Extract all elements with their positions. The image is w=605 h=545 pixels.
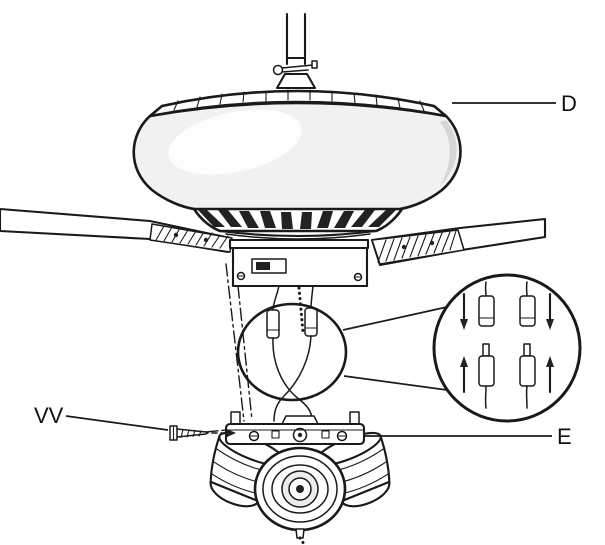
fitter-tab-right [349, 411, 360, 425]
connector-pin-left [482, 343, 490, 357]
motor-vent-skirt [192, 207, 404, 240]
label-light-kit-plate: E [557, 424, 572, 449]
vent-slots [198, 210, 396, 229]
clevis-pin [272, 60, 318, 76]
motor-highlight [168, 109, 302, 175]
arrow-up-left-icon [460, 356, 468, 394]
screw-arrow-icon [227, 429, 236, 437]
canopy-vent-lines [173, 89, 425, 112]
connector-pin-right [523, 343, 531, 357]
wiring [266, 285, 318, 422]
screw-threads [180, 428, 202, 439]
connector-detail [460, 281, 554, 409]
downrod [272, 12, 318, 90]
fitter-boss [281, 415, 319, 425]
fitter-plate [224, 422, 366, 446]
fan-blade-right [370, 217, 547, 267]
wire-lower-right [273, 335, 312, 422]
detail-circle [432, 273, 582, 423]
fitter-tab-left [230, 411, 241, 425]
motor-shade [440, 120, 457, 186]
motor-canopy [148, 89, 448, 118]
callout-labels: D VV E [34, 91, 577, 449]
fitter-center-hole [292, 427, 308, 443]
finial [295, 528, 305, 539]
detail-callout [236, 273, 582, 423]
wire-lower-left [272, 337, 313, 422]
arrow-down-right-icon [546, 292, 554, 330]
arrow-down-left-icon [460, 292, 468, 330]
pull-chain-upper [297, 286, 305, 334]
wire-plug-left [266, 309, 280, 339]
label-screw: VV [34, 403, 64, 428]
downrod-coupling [275, 72, 317, 90]
light-kit-fitter [224, 411, 366, 446]
callout-ellipse [236, 302, 348, 402]
connector-female-right [519, 295, 536, 327]
alignment-lines [205, 263, 253, 433]
arrow-up-right-icon [546, 356, 554, 394]
switch-housing [228, 238, 370, 288]
connector-male-right [519, 355, 536, 387]
connector-female-left [478, 295, 495, 327]
pull-chain-lower [298, 536, 306, 545]
label-motor-housing: D [561, 91, 577, 116]
connector-male-left [478, 355, 495, 387]
fan-blade-left [0, 207, 233, 254]
motor-housing [132, 89, 462, 240]
leader-line-vv [65, 415, 169, 431]
light-socket-center [253, 446, 347, 545]
wire-plug-right [304, 307, 318, 337]
mounting-screw [169, 425, 236, 441]
